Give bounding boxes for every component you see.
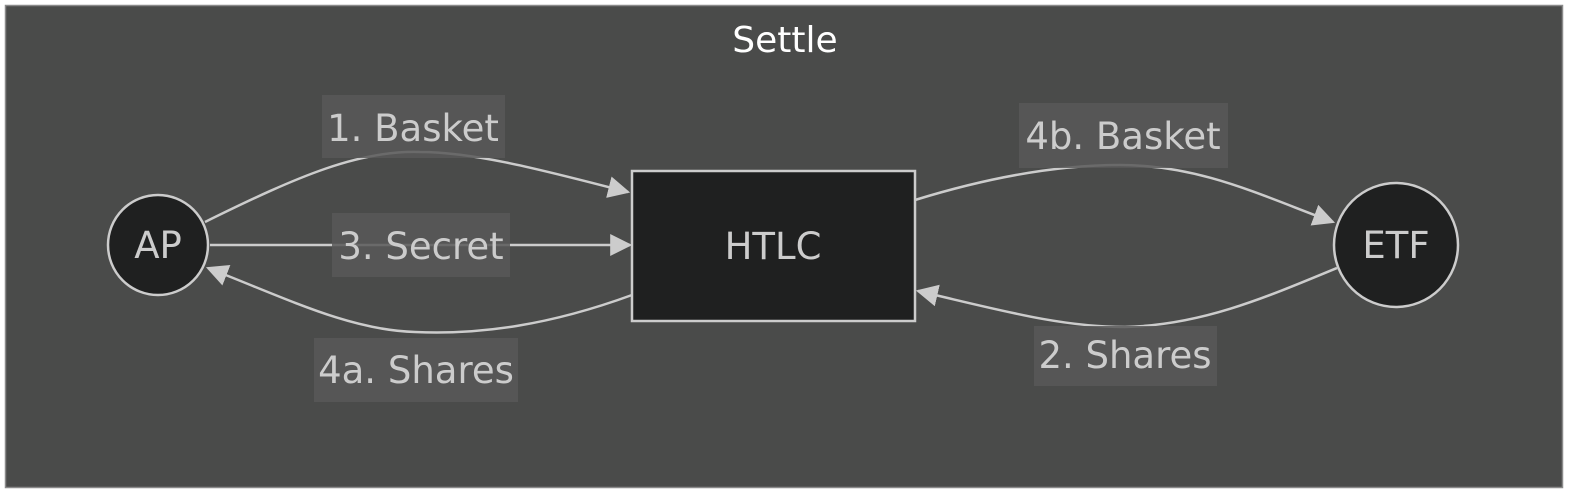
svg-text:4b. Basket: 4b. Basket [1025,115,1220,158]
edge-label-3: 3. Secret [332,213,510,277]
node-ap[interactable]: AP [106,193,210,297]
cluster-title: Settle [732,20,837,61]
edge-label-4b: 4b. Basket [1019,103,1228,168]
svg-text:2. Shares: 2. Shares [1038,334,1211,377]
svg-text:4a. Shares: 4a. Shares [318,349,514,392]
node-etf[interactable]: ETF [1332,181,1460,309]
edge-4a-shares [205,264,633,334]
edge-label-2: 2. Shares [1034,326,1217,386]
svg-text:1. Basket: 1. Basket [327,107,499,150]
svg-text:AP: AP [134,224,182,267]
svg-text:ETF: ETF [1362,224,1429,267]
svg-text:HTLC: HTLC [725,225,822,268]
node-htlc[interactable]: HTLC [630,169,917,323]
edge-label-4a: 4a. Shares [314,338,518,402]
svg-text:3. Secret: 3. Secret [338,225,503,268]
edge-label-1: 1. Basket [322,95,505,158]
